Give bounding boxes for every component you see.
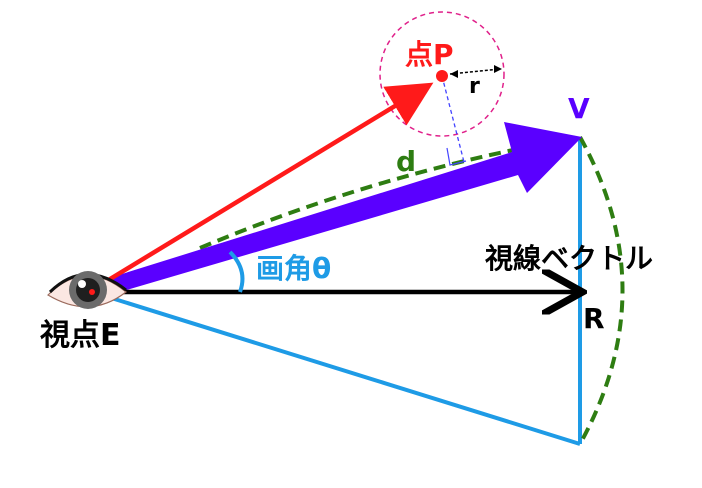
label-radius-big-r: R xyxy=(583,302,605,335)
label-view-angle: 画角θ xyxy=(256,252,331,285)
label-radius-r: r xyxy=(469,74,480,99)
arrow-to-p xyxy=(90,82,434,292)
label-vertex-v: V xyxy=(568,92,590,125)
label-gaze-vector: 視線ベクトル xyxy=(485,242,653,275)
eye-icon xyxy=(47,271,127,309)
label-viewpoint-e: 視点E xyxy=(40,318,121,353)
radius-r-arrowhead-left xyxy=(450,70,458,78)
view-angle-arc xyxy=(228,250,245,293)
right-angle-mark xyxy=(446,147,467,166)
frustum-lower-edge xyxy=(91,290,581,446)
arc-r-dashed xyxy=(578,136,625,445)
label-point-p: 点P xyxy=(405,38,454,71)
sphere-around-p xyxy=(379,11,505,137)
radius-r-arrow xyxy=(449,68,501,75)
projection-dashed-line xyxy=(441,75,465,163)
arrow-to-v xyxy=(90,122,582,299)
point-p-dot xyxy=(436,70,448,82)
label-distance-d: d xyxy=(396,145,416,178)
radius-r-arrowhead-right xyxy=(494,65,502,73)
